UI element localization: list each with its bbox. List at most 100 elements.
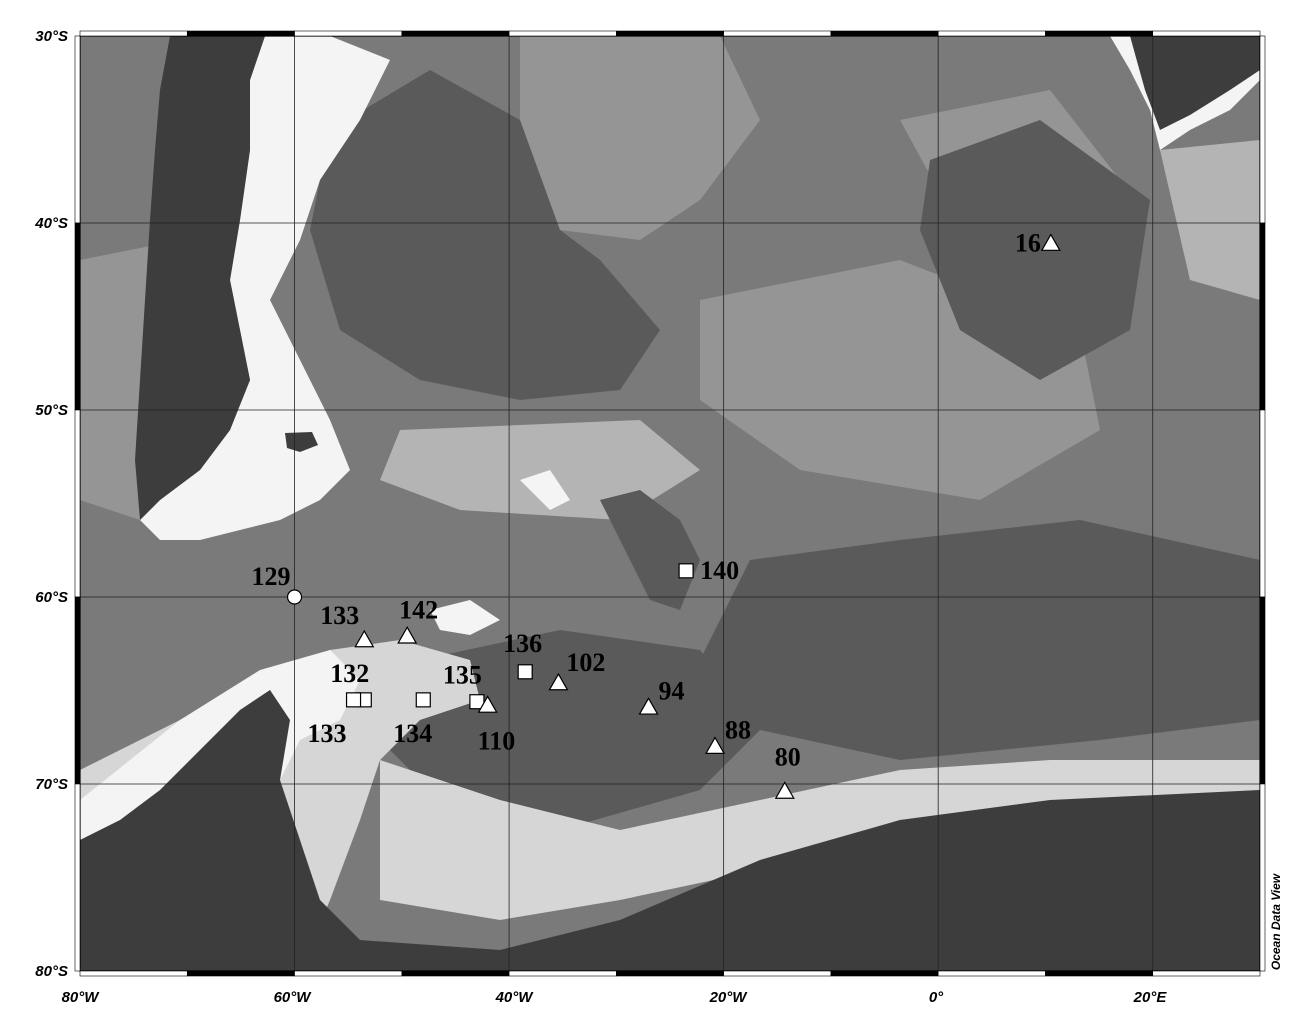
triangle-marker xyxy=(397,626,418,644)
ridge-patch xyxy=(1160,140,1260,300)
square-marker xyxy=(415,692,431,708)
scale-bar-bottom xyxy=(723,970,832,977)
scale-bar-left xyxy=(74,222,81,411)
scale-bar-bottom xyxy=(830,970,939,977)
station-label: 140 xyxy=(700,556,739,585)
bank-patch xyxy=(430,600,500,635)
station-16[interactable]: 16 xyxy=(1015,229,1061,258)
trench-patch xyxy=(600,490,700,610)
station-label: 135 xyxy=(443,661,482,690)
station-label: 132 xyxy=(330,659,369,688)
scale-bar-top xyxy=(830,30,939,37)
scale-bar-bottom xyxy=(937,970,1046,977)
scale-bar-left xyxy=(74,596,81,785)
lon-label: 40°W xyxy=(495,989,535,1006)
triangle-marker xyxy=(354,629,375,648)
scale-bar-bottom xyxy=(616,970,724,977)
weddell-shelf xyxy=(380,760,1260,920)
lon-label: 0° xyxy=(929,989,944,1006)
scale-bar-top xyxy=(1152,30,1261,37)
scale-bar-top xyxy=(616,30,724,37)
station-markers: 16 140 129 133 142 136 102 132 133 134 135 110 94 88 8… xyxy=(252,229,1061,799)
lat-label: 70°S xyxy=(35,776,68,793)
graticule xyxy=(80,36,1260,971)
scale-bar-top xyxy=(508,30,617,37)
station-label: 102 xyxy=(566,648,605,677)
scale-bar-left xyxy=(74,783,81,972)
falkland-islands-land xyxy=(285,432,318,452)
lon-label: 20°E xyxy=(1133,989,1168,1006)
weddell-enderby-basin xyxy=(700,520,1260,760)
station-88[interactable]: 88 xyxy=(705,716,751,754)
scale-bar-bottom xyxy=(508,970,617,977)
lat-label: 50°S xyxy=(35,402,68,419)
scale-bar-bottom xyxy=(79,970,188,977)
station-133[interactable]: 133 xyxy=(320,601,375,648)
station-133[interactable]: 133 xyxy=(308,692,362,748)
station-142[interactable]: 142 xyxy=(397,595,438,644)
map-frame xyxy=(74,30,1266,977)
antarctica-land xyxy=(80,690,1260,971)
station-label: 110 xyxy=(478,726,516,755)
station-label: 133 xyxy=(308,719,347,748)
station-label: 142 xyxy=(399,595,438,624)
lat-label: 40°S xyxy=(34,215,68,232)
station-135[interactable]: 135 xyxy=(443,661,485,710)
scale-bar-left xyxy=(74,35,81,224)
station-129[interactable]: 129 xyxy=(252,562,303,605)
triangle-marker xyxy=(477,695,498,713)
station-132[interactable]: 132 xyxy=(330,659,372,708)
scale-bar-top xyxy=(79,30,188,37)
station-110[interactable]: 110 xyxy=(477,695,516,755)
scale-bar-top xyxy=(401,30,510,37)
south-america-land xyxy=(135,36,265,520)
lon-label: 60°W xyxy=(274,989,313,1006)
ocean-data-view-credit: Ocean Data View xyxy=(1269,873,1283,970)
station-label: 16 xyxy=(1015,229,1041,258)
scale-bar-top xyxy=(723,30,832,37)
argentine-basin xyxy=(310,70,660,400)
station-label: 133 xyxy=(320,601,359,630)
station-label: 88 xyxy=(725,716,751,745)
scale-bar-right xyxy=(1259,35,1266,224)
bathymetry-layer xyxy=(80,36,1260,971)
scale-bar-right xyxy=(1259,783,1266,972)
triangle-marker xyxy=(774,781,795,799)
lat-label: 80°S xyxy=(35,963,68,980)
circle-marker xyxy=(286,589,303,605)
station-80[interactable]: 80 xyxy=(774,742,801,799)
bank-patch xyxy=(520,470,570,510)
scale-bar-bottom xyxy=(1152,970,1261,977)
scale-bar-right xyxy=(1259,222,1266,411)
triangle-marker xyxy=(638,697,659,715)
scale-bar-top xyxy=(186,30,295,37)
station-102[interactable]: 102 xyxy=(548,648,605,691)
patagonian-shelf xyxy=(140,36,390,540)
triangle-marker xyxy=(1040,233,1061,251)
station-140[interactable]: 140 xyxy=(678,556,739,585)
square-marker xyxy=(345,692,362,708)
station-134[interactable]: 134 xyxy=(393,692,432,748)
station-label: 134 xyxy=(393,719,432,748)
station-label: 129 xyxy=(252,562,291,591)
cape-basin xyxy=(920,120,1150,380)
land-layer xyxy=(80,36,1260,971)
station-label: 136 xyxy=(503,629,542,658)
lon-label: 80°W xyxy=(62,989,101,1006)
lon-label: 20°W xyxy=(709,989,749,1006)
scale-bar-top xyxy=(937,30,1046,37)
station-136[interactable]: 136 xyxy=(503,629,542,680)
scale-bar-right xyxy=(1259,409,1266,598)
scale-bar-bottom xyxy=(1045,970,1154,977)
scale-bar-bottom xyxy=(186,970,295,977)
station-label: 94 xyxy=(659,676,685,705)
triangle-marker xyxy=(548,672,569,691)
scale-bar-top xyxy=(1045,30,1154,37)
station-label: 80 xyxy=(775,742,801,771)
scale-bar-top xyxy=(294,30,403,37)
scale-bar-bottom xyxy=(294,970,403,977)
axis-labels: 30°S 40°S 50°S 60°S 70°S 80°S 80°W 60°W … xyxy=(34,28,1283,1006)
station-94[interactable]: 94 xyxy=(638,676,685,715)
